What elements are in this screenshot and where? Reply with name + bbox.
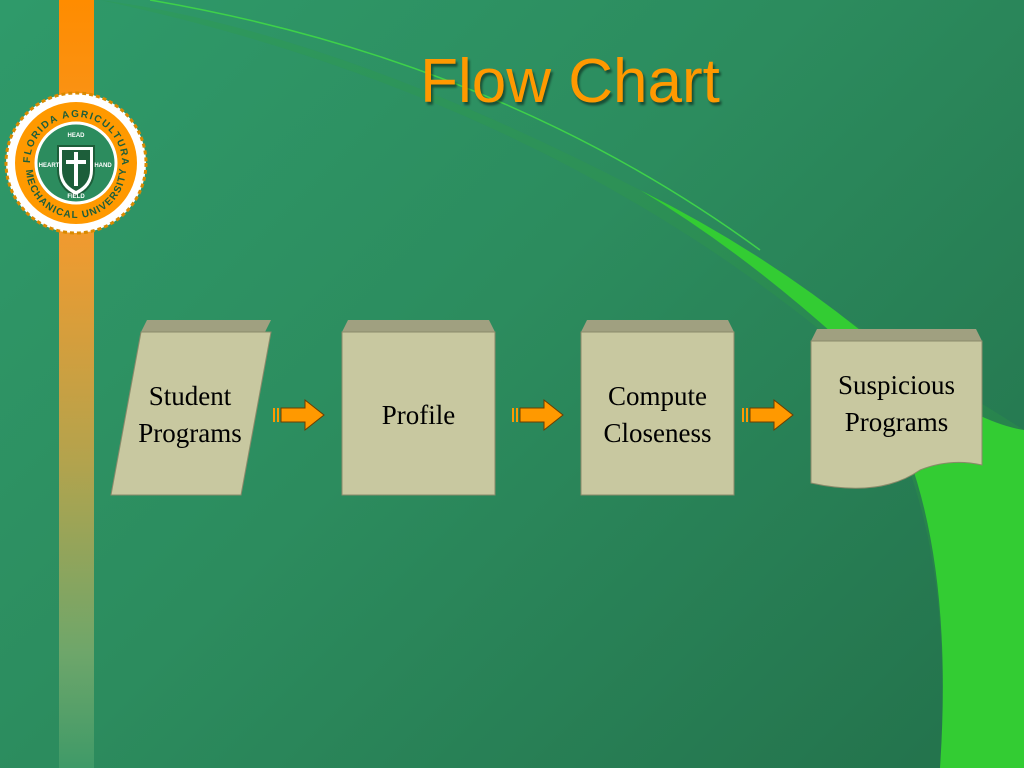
seal-word-heart: HEART: [39, 163, 60, 169]
edge-arrow-1: [273, 398, 325, 432]
edge-arrow-3: [742, 398, 794, 432]
node-student-programs-label: Student Programs: [138, 381, 242, 448]
seal-word-hand: HAND: [94, 163, 112, 169]
node-profile-label: Profile: [381, 400, 456, 430]
slide-title: Flow Chart: [420, 47, 720, 116]
node-suspicious-programs-label: Suspicious Programs: [837, 370, 956, 437]
node-suspicious-programs-shape: [810, 329, 983, 489]
node-student-programs-shape: [110, 320, 272, 496]
edge-arrow-2: [512, 398, 564, 432]
university-seal-logo: FLORIDA AGRICULTURAL MECHANICAL UNIVERSI…: [0, 88, 148, 235]
node-profile-shape: [341, 320, 496, 496]
seal-word-field: FIELD: [67, 194, 85, 200]
seal-word-head: HEAD: [67, 133, 85, 139]
node-compute-closeness-label: Compute Closeness: [603, 381, 712, 448]
node-compute-closeness-shape: [580, 320, 735, 496]
